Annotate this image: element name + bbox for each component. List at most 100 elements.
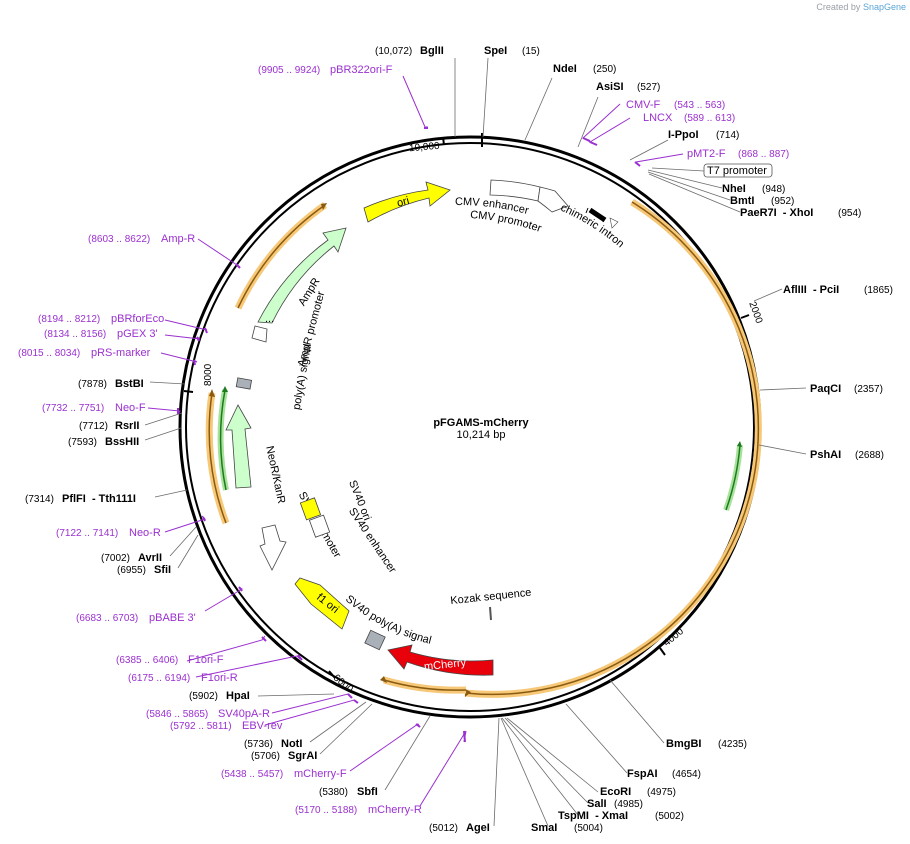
site-pos-sfii: (6955) — [117, 565, 146, 576]
primer-range-pgex3: (8134 .. 8156) — [44, 329, 106, 340]
primer-name-pbrforeco: pBRforEco — [111, 313, 164, 325]
ori-arrow — [363, 181, 451, 223]
primer-range-prs-marker: (8015 .. 8034) — [18, 348, 80, 359]
site-name-sbfi: SbfI — [357, 786, 378, 798]
primer-range-amp-r: (8603 .. 8622) — [88, 234, 150, 245]
site-name-paer7i-xhoi: PaeR7I - XhoI — [740, 207, 813, 219]
primer-range-pbr322ori-f: (9905 .. 9924) — [258, 65, 320, 76]
primer-name-amp-r: Amp-R — [161, 233, 195, 245]
orf-green-right — [723, 444, 743, 512]
site-name-bmti: BmtI — [730, 195, 754, 207]
tick-label-8000: 8000 — [203, 363, 214, 386]
site-pos-asisi: (527) — [637, 82, 660, 93]
plasmid-size: 10,214 bp — [457, 429, 506, 441]
site-name-noti: NotI — [281, 738, 302, 750]
sv40-enhancer-marker — [308, 514, 331, 538]
primer-name-mcherry-f: mCherry-F — [294, 768, 347, 780]
primer-range-sv40pa-r: (5846 .. 5865) — [146, 709, 208, 720]
site-name-ndei: NdeI — [553, 63, 577, 75]
site-name-nhei: NheI — [722, 183, 746, 195]
primer-name-cmv-f: CMV-F — [626, 99, 661, 111]
primer-name-pbabe3: pBABE 3' — [149, 612, 196, 624]
sv40-promoter-arrow — [259, 524, 287, 571]
sv40-promoter-feature: SV40 promoter — [259, 490, 343, 571]
mcherry-arrow — [387, 644, 494, 676]
primer-name-pbr322ori-f: pBR322ori-F — [330, 64, 393, 76]
site-pos-ndei: (250) — [593, 64, 616, 75]
site-pos-sgrai: (5706) — [251, 751, 280, 762]
backbone-ticks — [183, 133, 750, 679]
primer-name-f1ori-f: F1ori-F — [188, 654, 224, 666]
primer-name-ebv-rev: EBV-rev — [242, 720, 283, 732]
neor-arrow — [225, 404, 252, 489]
snapgene-credit: Created by SnapGene — [816, 2, 906, 12]
primer-name-neo-r: Neo-R — [129, 527, 161, 539]
mcherry-label: mCherry — [423, 657, 467, 673]
primer-name-sv40pa-r: SV40pA-R — [218, 708, 270, 720]
plasmid-title: pFGAMS-mCherry 10,214 bp — [433, 417, 529, 441]
polya-marker — [235, 377, 253, 390]
primer-name-mcherry-r: mCherry-R — [368, 804, 422, 816]
site-pos-tspmi-xmai: (5002) — [655, 811, 684, 822]
primer-range-neo-r: (7122 .. 7141) — [56, 528, 118, 539]
primer-name-lncx: LNCX — [643, 112, 673, 124]
site-leaders — [144, 57, 807, 827]
sv40-polya-feature: SV40 poly(A) signal — [343, 593, 433, 651]
kozak-feature: Kozak sequence — [450, 587, 532, 621]
site-name-pshai: PshAI — [810, 449, 841, 461]
site-pos-afliii-pcii: (1865) — [864, 285, 893, 296]
sv40-polya-marker — [364, 629, 386, 651]
site-name-sgrai: SgrAI — [288, 750, 317, 762]
primer-name-prs-marker: pRS-marker — [91, 347, 151, 359]
site-name-bsshii: BssHII — [105, 436, 139, 448]
mcherry-feature: mCherry — [387, 644, 494, 676]
tick-label-2000: 2000 — [746, 300, 764, 325]
neor-label: NeoR/KanR — [263, 445, 287, 505]
site-pos-hpai: (5902) — [189, 691, 218, 702]
site-name-avrii: AvrII — [138, 552, 162, 564]
primer-name-pmt2-f: pMT2-F — [687, 148, 726, 160]
site-name-bmgbi: BmgBI — [666, 738, 701, 750]
site-pos-fspai: (4654) — [672, 769, 701, 780]
site-pos-bsshii: (7593) — [68, 437, 97, 448]
plasmid-name: pFGAMS-mCherry — [433, 417, 529, 429]
site-name-fspai: FspAI — [627, 768, 658, 780]
site-name-spei: SpeI — [484, 45, 507, 57]
primer-range-mcherry-r: (5170 .. 5188) — [295, 805, 357, 816]
primer-range-cmv-f: (543 .. 563) — [674, 100, 725, 111]
site-pos-smai: (5004) — [574, 823, 603, 834]
kozak-marker — [489, 606, 492, 621]
f1-ori-arrow — [294, 577, 350, 630]
site-pos-avrii: (7002) — [101, 553, 130, 564]
primer-labels: (9905 .. 9924) pBR322ori-F CMV-F (543 ..… — [18, 64, 789, 816]
site-name-tspmi-xmai: TspMI - XmaI — [558, 810, 628, 822]
site-pos-i-ppoi: (714) — [716, 130, 739, 141]
site-pos-spei: (15) — [522, 46, 540, 57]
site-name-ecori: EcoRI — [600, 786, 631, 798]
site-pos-agei: (5012) — [429, 823, 458, 834]
credit-prefix: Created by — [816, 2, 861, 12]
sv40-ori-feature: SV40 ori SV40 enhancer — [299, 479, 399, 576]
cmv-promoter-label: CMV promoter — [470, 209, 543, 235]
cmv-promoter-arrow — [537, 186, 569, 213]
cmv-region: CMV enhancer CMV promoter chimeric intro… — [455, 179, 626, 250]
site-pos-nhei: (948) — [762, 184, 785, 195]
f1-ori-feature: f1 ori — [294, 577, 350, 630]
snapgene-logo: SnapGene — [862, 2, 906, 12]
primer-range-neo-f: (7732 .. 7751) — [42, 403, 104, 414]
site-pos-noti: (5736) — [244, 739, 273, 750]
primer-range-f1ori-f: (6385 .. 6406) — [116, 655, 178, 666]
site-pos-rsrii: (7712) — [79, 421, 108, 432]
site-pos-bmti: (952) — [771, 196, 794, 207]
site-name-afliii-pcii: AflIII - PciI — [783, 284, 839, 296]
site-name-paqci: PaqCI — [810, 383, 841, 395]
primer-name-pgex3: pGEX 3' — [117, 328, 158, 340]
chimeric-intron-marker — [588, 207, 607, 223]
site-name-agei: AgeI — [466, 822, 490, 834]
ampr-feature: AmpR ... AmpR promoter poly(A) signal — [235, 227, 347, 411]
site-pos-paer7i-xhoi: (954) — [838, 208, 861, 219]
site-labels: (10,072) BglII SpeI (15) NdeI (250) AsiS… — [25, 45, 893, 834]
primer-range-lncx: (589 .. 613) — [684, 113, 735, 124]
site-name-bstbi: BstBI — [115, 378, 144, 390]
site-pos-bstbi: (7878) — [78, 379, 107, 390]
